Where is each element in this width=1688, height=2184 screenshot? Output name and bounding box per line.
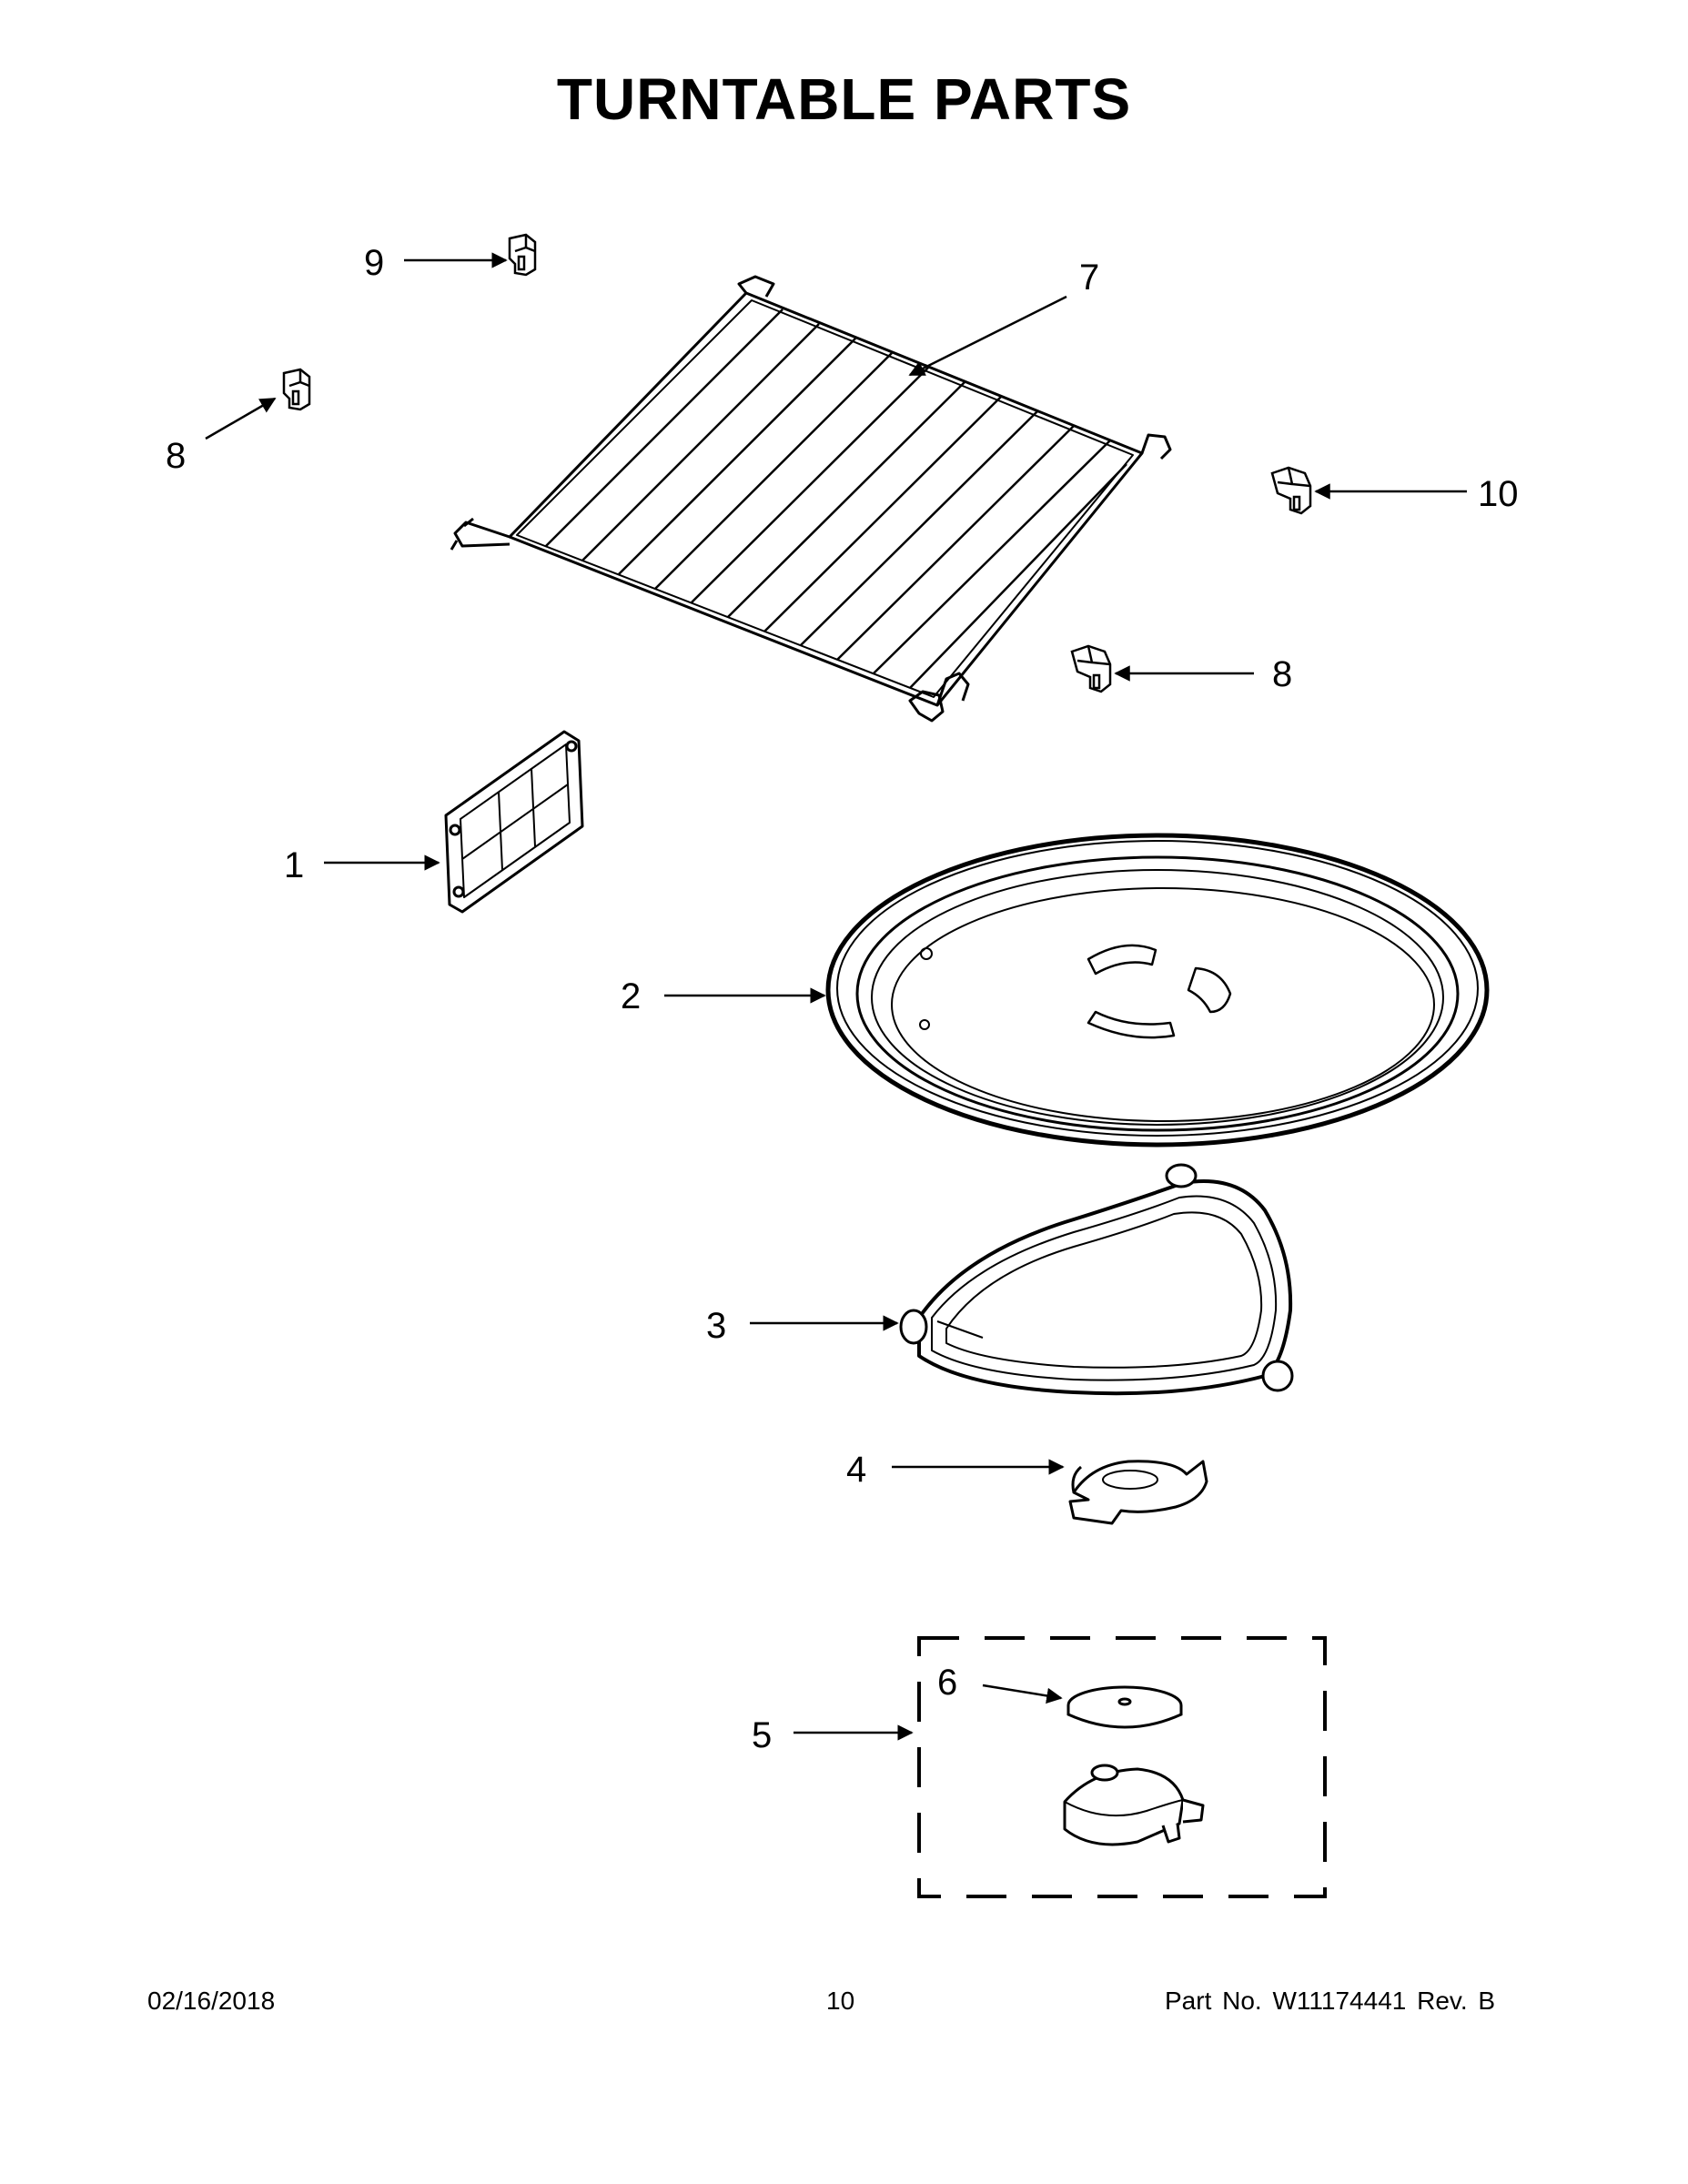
part-9-clip: [508, 233, 537, 277]
part-1-vent-cover: [444, 730, 584, 914]
part-3-roller-ring: [899, 1163, 1294, 1396]
turntable-motor: [1063, 1764, 1205, 1846]
part-6-coupling-disc: [1066, 1685, 1183, 1729]
part-8-clip-right: [1070, 644, 1112, 693]
callout-9: 9: [364, 243, 384, 283]
callout-8-left: 8: [166, 436, 186, 476]
part-7-wire-rack: [450, 275, 1172, 723]
part-2-turntable-tray: [825, 833, 1490, 1148]
callout-7: 7: [1079, 258, 1099, 298]
callout-4: 4: [846, 1450, 866, 1490]
footer-page-number: 10: [826, 1987, 855, 2015]
callout-1: 1: [284, 845, 304, 885]
part-4-coupler: [1068, 1460, 1208, 1525]
footer-date: 02/16/2018: [147, 1987, 276, 2015]
callout-5: 5: [752, 1715, 772, 1755]
part-10-clip: [1270, 466, 1312, 515]
callout-2: 2: [621, 976, 641, 1016]
part-5-motor-kit-box: [917, 1636, 1327, 1898]
callout-10: 10: [1478, 474, 1519, 514]
callout-arrows: [205, 252, 1467, 1741]
part-8-clip-left: [282, 368, 311, 411]
callout-6: 6: [937, 1663, 957, 1703]
callout-8-right: 8: [1272, 654, 1292, 694]
footer-part-number: Part No. W11174441 Rev. B: [1165, 1987, 1496, 2015]
page-title: TURNTABLE PARTS: [556, 66, 1132, 132]
callout-3: 3: [706, 1306, 726, 1346]
